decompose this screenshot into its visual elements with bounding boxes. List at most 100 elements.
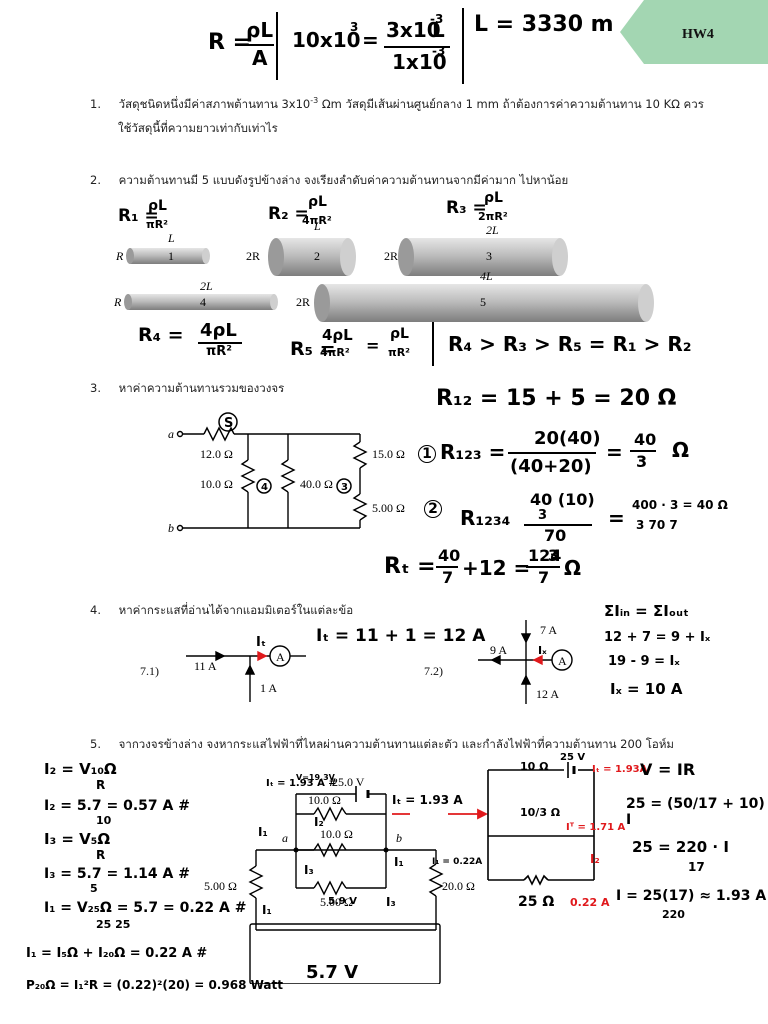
cyl1-radius: R <box>115 249 124 263</box>
q4-p1-left: 11 A <box>194 659 217 673</box>
q5-l1: I₂ = V₁₀Ω <box>44 760 117 778</box>
q5-l2: I₂ = 5.7 = 0.57 A # <box>44 798 190 814</box>
q5-l5: I₁ = V₂₅Ω = 5.7 = 0.22 A # <box>44 900 247 916</box>
question-2: 2. ความต้านทานมี 5 แบบดังรูปข้างล่าง จงเ… <box>90 172 750 190</box>
q4-p1-eq: Iₜ = 11 + 1 = 12 A <box>316 626 486 646</box>
q3-line3b: = <box>608 506 625 530</box>
q3-mark-4: 4 <box>261 482 268 493</box>
cyl1-num: 1 <box>168 249 174 263</box>
q5-r20-label: 20.0 Ω <box>442 879 475 893</box>
q1-text-a: วัสดุชนิดหนึ่งมีค่าสภาพต้านทาน 3x10 <box>118 97 311 111</box>
cyl2-num: 2 <box>314 249 320 263</box>
q5-right-eq2: 25 = 220 · I <box>632 838 729 856</box>
q4-p2-ix: Iₓ <box>538 644 547 657</box>
q5-right-i022: 0.22 A <box>570 896 610 909</box>
q4-text: หาค่ากระแสที่อ่านได้จากแอมมิเตอร์ในแต่ละ… <box>118 603 354 617</box>
q5-mid-i2: I₂ <box>314 815 324 829</box>
q4-p2-top: 7 A <box>540 623 557 637</box>
q3-line3-den2: 3 <box>548 546 560 565</box>
q5-mid-ia: I₁ <box>258 825 268 839</box>
hw-r5-num: 4ρL <box>322 326 353 344</box>
q3-line4-den2: 7 <box>538 568 550 587</box>
q5-right-eq3: I = 25(17) ≈ 1.93 A <box>616 888 767 904</box>
q3-marks <box>218 412 352 494</box>
q4-p2-hw3: 19 - 9 = Iₓ <box>608 654 680 669</box>
cyl2-length: L <box>313 219 321 233</box>
q5-mid-itr: Iₜ = 1.93 A <box>392 793 463 807</box>
q3-r15-label: 15.0 Ω <box>372 447 405 461</box>
q5-mid-vlbl: V=19.3V <box>296 773 336 782</box>
hw-r1-den: πR² <box>146 218 168 231</box>
q4-p2-left: 9 A <box>490 643 507 657</box>
q5-r5a-label: 5.00 Ω <box>204 879 237 893</box>
hw-r5-eq: = <box>366 336 380 355</box>
q5-right-r103: 10/3 Ω <box>520 806 561 819</box>
q5-mid-i1: I₁ = 0.22A <box>432 857 482 867</box>
q3-mark-1: 1 <box>418 445 436 463</box>
hw-r4-num: 4ρL <box>200 320 237 341</box>
q5-l1d: R <box>96 778 106 792</box>
q4-p1-diagram: A 11 A 1 A Iₜ <box>186 635 306 702</box>
cylinders-figure: R 1 L 2R 2 L 2R 3 2L R 4 2L 2R 5 4L <box>113 219 654 322</box>
cyl4-radius: R <box>113 295 122 309</box>
q5-text: จากวงจรข้างล่าง จงหากระแสไฟฟ้าที่ไหลผ่าน… <box>118 737 674 751</box>
cyl3-radius: 2R <box>384 249 398 263</box>
q3-b-label: b <box>168 521 174 535</box>
hw-r5-num2: ρL <box>390 326 409 342</box>
q5-r10a-label: 10.0 Ω <box>308 793 341 807</box>
q5-v-label: 25.0 V <box>332 775 365 789</box>
tag-label: HW4 <box>682 27 714 42</box>
q3-line4-den: 7 <box>442 568 454 587</box>
q5-l2d: 10 <box>96 814 112 827</box>
cyl3-num: 3 <box>486 249 492 263</box>
hw-r1-num: ρL <box>148 198 167 214</box>
hw-r3: R₃ = <box>446 198 487 218</box>
q3-line4-num2: 124 <box>528 546 562 565</box>
q5-number: 5. <box>90 737 101 751</box>
hw-r4: R₄ = <box>138 324 184 346</box>
cylinder-2: 2R 2 L <box>246 219 356 276</box>
eq-right-var: L <box>432 18 445 42</box>
q4-p2-label: 7.2) <box>424 664 443 678</box>
q4-p2-hw2: 12 + 7 = 9 + Iₓ <box>604 630 711 645</box>
q4-p1-bottom: 1 A <box>260 681 277 695</box>
q3-line3a: R₁₂₃₄ <box>460 506 511 530</box>
q4-p2-bottom: 12 A <box>536 687 559 701</box>
question-4: 4. หาค่ากระแสที่อ่านได้จากแอมมิเตอร์ในแต… <box>90 602 353 620</box>
q5-right-it2: Iᵀ = 1.71 A <box>566 822 626 833</box>
q5-circuit: 25.0 V 10.0 Ω 10.0 Ω 5.00 Ω 5.00 Ω 20.0 … <box>204 773 489 984</box>
cyl1-length: L <box>167 231 175 245</box>
q3-number: 3. <box>90 381 101 395</box>
hw-r2: R₂ = <box>268 204 309 224</box>
q5-right-eq2d: 17 <box>688 860 705 874</box>
q5-l6: I₁ = I₅Ω + I₂₀Ω = 0.22 A # <box>26 946 208 961</box>
q1-number: 1. <box>90 97 101 111</box>
q3-r5-label: 5.00 Ω <box>372 501 405 515</box>
q3-line2a: R₁₂₃ = <box>440 440 506 464</box>
eq-right-exp: -3 <box>430 12 444 26</box>
q3-r12-label: 12.0 Ω <box>200 447 233 461</box>
q3-line1: R₁₂ = 15 + 5 = 20 Ω <box>436 386 677 411</box>
hw-r5-den2: πR² <box>388 346 410 359</box>
hw-r5-den: 4πR² <box>320 346 350 359</box>
cylinder-5: 2R 5 4L <box>296 269 654 322</box>
q3-mark-2: 2 <box>424 500 442 518</box>
eq-den: 1x10 <box>392 50 447 74</box>
q5-right-r10: 10 Ω <box>520 760 549 773</box>
q5-right-it: Iₜ = 1.93A <box>592 764 648 775</box>
q5-r10b-label: 10.0 Ω <box>320 827 353 841</box>
q4-p2-hw1: ΣIᵢₙ = ΣIₒᵤₜ <box>604 602 689 620</box>
q5-mid-i1b: I₁ <box>394 855 404 869</box>
q4-p2-meter: A <box>558 654 567 668</box>
cyl2-radius: 2R <box>246 249 260 263</box>
q3-line2c: Ω <box>672 438 690 462</box>
hw-r3-den: 2πR² <box>478 210 508 223</box>
hw-r2-num: ρL <box>308 194 327 210</box>
q3-line2-den: (40+20) <box>510 456 592 477</box>
top-work: R = ρL A 10x10 3 = 3x10 -3 L 1x10 -3 L =… <box>200 4 620 84</box>
hw-r5: R₅ = <box>290 338 336 360</box>
q4-p1-label: 7.1) <box>140 664 159 678</box>
q5-l4d: 5 <box>90 882 98 895</box>
eq-den-exp: -3 <box>432 44 446 58</box>
cyl5-num: 5 <box>480 295 486 309</box>
